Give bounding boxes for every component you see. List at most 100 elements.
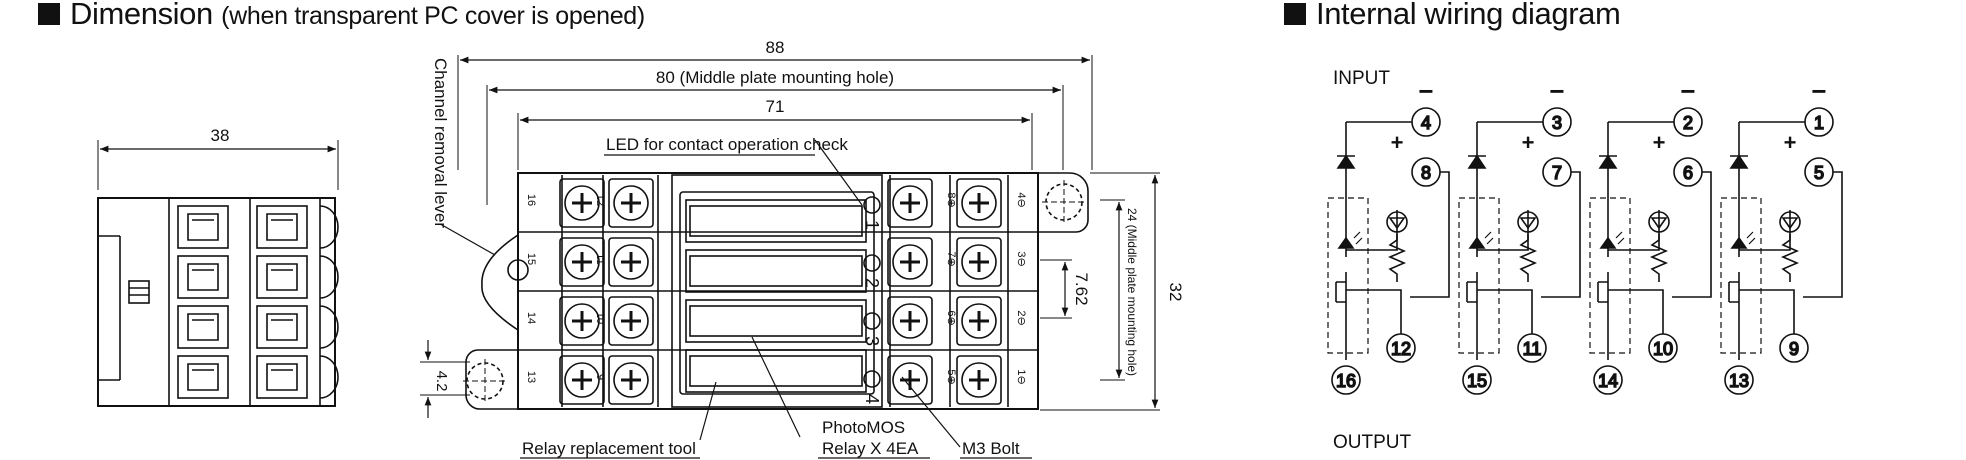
- dimension-title: Dimension: [70, 0, 213, 31]
- cross-slot-icon: [900, 311, 920, 331]
- output-wire-b: [1739, 289, 1795, 335]
- plus-sign: +: [1522, 130, 1535, 155]
- light-emission-icon: [1484, 231, 1494, 245]
- cross-slot-icon: [621, 252, 641, 272]
- pos-wire: [1672, 171, 1712, 298]
- terminal-label: 3: [1552, 113, 1562, 133]
- resistor-icon: [1780, 234, 1800, 282]
- dimension-heading: Dimension (when transparent PC cover is …: [38, 0, 645, 34]
- m3-bolt-icon: [564, 185, 600, 221]
- internal-led-icon: [1337, 236, 1355, 249]
- output-label: OUTPUT: [1333, 432, 1412, 453]
- side-terminal-detail: [187, 363, 219, 391]
- cross-slot-icon: [621, 193, 641, 213]
- m3-bolt-icon: [961, 244, 997, 280]
- side-terminal-detail: [266, 263, 298, 291]
- terminal-label: 11: [1523, 339, 1542, 359]
- photomos-relay: [685, 349, 867, 393]
- wiring-heading: Internal wiring diagram: [1284, 0, 1621, 32]
- terminal-circle: [1542, 157, 1572, 187]
- terminal-number: 4⊖: [1015, 192, 1027, 207]
- m3-bolt-icon: [613, 362, 649, 398]
- led-indicator-icon: [863, 254, 881, 272]
- m3-bolt-icon: [613, 244, 649, 280]
- indicator-led-symbol: [1781, 217, 1799, 230]
- led-indicator-icon: [863, 312, 881, 330]
- terminal-number: 5⊕: [945, 369, 957, 384]
- indicator-led-symbol: [1650, 217, 1668, 230]
- screw-housing: [559, 296, 605, 346]
- cross-slot-icon: [969, 311, 989, 331]
- cross-slot-icon: [572, 193, 592, 213]
- m3-bolt-icon: [613, 303, 649, 339]
- cross-slot-icon: [900, 193, 920, 213]
- photomos-box: [1327, 197, 1369, 354]
- screw-housing: [887, 178, 933, 228]
- terminal-label: 6: [1683, 163, 1693, 183]
- pos-wire: [1410, 171, 1450, 298]
- m3-bolt-icon: [961, 185, 997, 221]
- photomos-box: [1589, 197, 1631, 354]
- terminal-label: 14: [1598, 371, 1618, 391]
- terminal-number: 11: [594, 253, 606, 264]
- terminal-circle: [1673, 107, 1703, 137]
- terminal-circle: [1804, 107, 1834, 137]
- minus-sign: −: [1680, 76, 1695, 106]
- input-label: INPUT: [1333, 68, 1390, 89]
- side-knob: [319, 305, 339, 349]
- middle-hole-dim: 80 (Middle plate mounting hole): [656, 68, 894, 87]
- photomos-relay-inner: [689, 305, 863, 337]
- photomos-relay: [685, 199, 867, 243]
- screw-housing: [608, 237, 654, 287]
- screw-housing: [887, 355, 933, 405]
- terminal-label: 4: [1421, 113, 1431, 133]
- terminal-number: 7⊕: [945, 251, 957, 266]
- terminal-circle: [1542, 107, 1572, 137]
- led-callout: LED for contact operation check: [606, 135, 848, 154]
- diode-icon: [1729, 154, 1749, 169]
- terminal-circle: [1779, 333, 1809, 363]
- terminal-number: 10: [594, 312, 606, 324]
- terminal-circle: [1462, 365, 1492, 395]
- cross-slot-icon: [621, 370, 641, 390]
- screw-housing: [956, 296, 1002, 346]
- terminal-label: 9: [1789, 339, 1799, 359]
- terminal-number: 12: [594, 194, 606, 206]
- terminal-label: 8: [1421, 163, 1431, 183]
- led-wire: [1739, 210, 1791, 251]
- minus-sign: −: [1549, 76, 1564, 106]
- diode-icon: [1336, 154, 1356, 169]
- bolt-callout: M3 Bolt: [962, 439, 1020, 458]
- terminal-number: 15: [525, 253, 537, 265]
- screw-housing: [559, 178, 605, 228]
- resistor-icon: [1649, 234, 1669, 282]
- led-wire: [1608, 210, 1660, 251]
- led-wire: [1346, 210, 1398, 251]
- screw-housing: [956, 178, 1002, 228]
- photomos-relay-inner: [689, 205, 863, 237]
- photomos-relay: [685, 299, 867, 343]
- cross-slot-icon: [969, 370, 989, 390]
- diode-icon: [1467, 154, 1487, 169]
- lever-callout: Channel removal lever: [431, 58, 450, 228]
- internal-led-icon: [1599, 236, 1617, 249]
- relay-callout-line1: PhotoMOS: [822, 418, 905, 437]
- side-terminal-block: [256, 205, 308, 249]
- side-knob: [319, 355, 339, 399]
- resistor-icon: [1518, 234, 1538, 282]
- cross-slot-icon: [969, 252, 989, 272]
- terminal-number: 1⊖: [1015, 369, 1027, 384]
- side-terminal-block: [256, 355, 308, 399]
- terminal-number: 16: [525, 194, 537, 206]
- terminal-circle: [1724, 365, 1754, 395]
- screw-housing: [887, 237, 933, 287]
- output-wire-b: [1608, 289, 1664, 335]
- terminal-number: 14: [525, 312, 537, 324]
- heading-square-icon: [1284, 3, 1306, 25]
- terminal-circle: [1331, 365, 1361, 395]
- plus-sign: +: [1391, 130, 1404, 155]
